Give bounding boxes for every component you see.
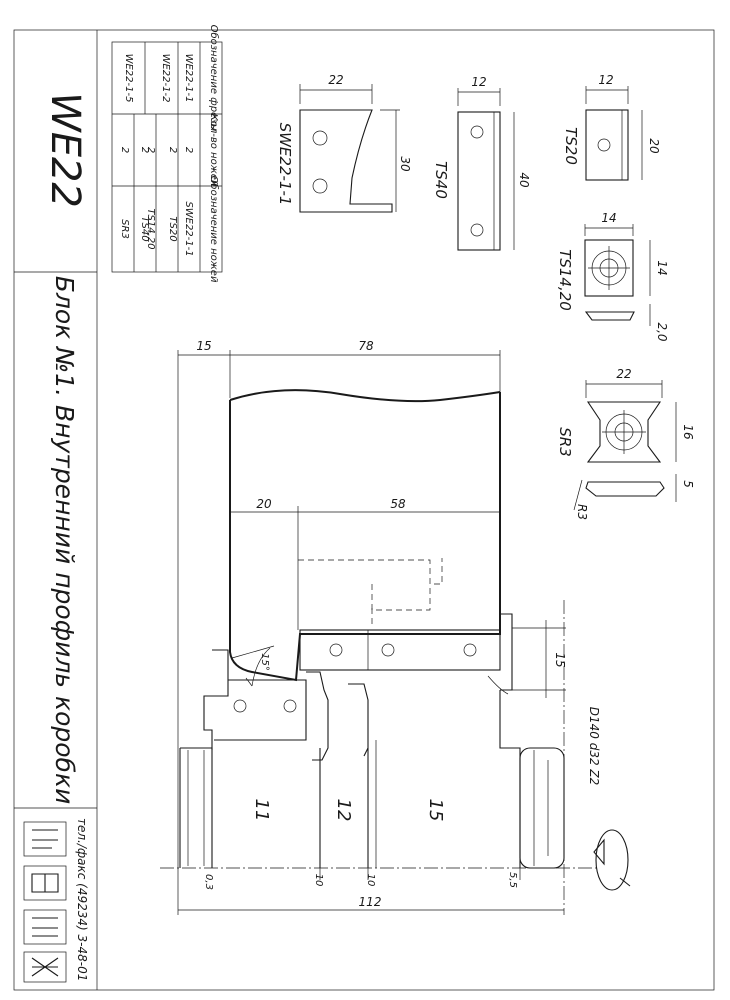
swe-height-dim: 30 — [398, 156, 412, 172]
row-5-count: 2 — [119, 147, 130, 153]
company-logo — [23, 821, 67, 983]
row-2-count: 2 — [167, 147, 178, 153]
knife-ts14-20 — [584, 224, 651, 326]
sr3-width-dim: 22 — [616, 367, 631, 381]
ts1420-height-dim: 14 — [655, 260, 669, 275]
ts20-label: TS20 — [562, 127, 580, 165]
sheet-border — [13, 29, 715, 991]
header-cutter: Обозначение фрезы — [208, 25, 220, 132]
ts1420-thickness-dim: 2,0 — [655, 322, 669, 341]
dim-78: 78 — [358, 339, 374, 353]
section-11: 11 — [251, 799, 272, 822]
row-4-cutter: WE22-1-5 — [123, 54, 134, 103]
ts1420-label: TS14,20 — [556, 249, 574, 311]
table-rows: WE22-1-1 2 SWE22-1-1 WE22-1-2 2 TS20 2 T… — [119, 54, 194, 257]
ts1420-width-dim: 14 — [601, 211, 616, 225]
sr3-radius-dim: R3 — [575, 504, 589, 520]
ts40-height-dim: 40 — [517, 172, 531, 188]
row-5-knife: SR3 — [119, 219, 130, 239]
knife-table — [111, 41, 223, 273]
knife-sr3 — [573, 380, 677, 511]
knife-ts20 — [585, 86, 643, 181]
ts20-height-dim: 20 — [647, 138, 661, 154]
dim-20: 20 — [256, 497, 272, 511]
header-count: Кол-во ножей — [208, 114, 219, 187]
swe-label: SWE22-1-1 — [276, 123, 294, 206]
section-15: 15 — [425, 799, 446, 822]
knife-ts40 — [457, 88, 515, 251]
row-1-knife: SWE22-1-1 — [183, 201, 194, 256]
knife-swe22-1-1 — [299, 84, 400, 213]
series-title: WE22 — [42, 92, 88, 208]
row-3-count: 2 — [145, 147, 156, 153]
block-title: Блок №1. Внутренний профиль коробки — [50, 276, 79, 805]
contact-phone: тел./факс (49234) 3-48-01 — [75, 818, 89, 981]
main-profile — [160, 350, 600, 915]
angle-15: 15° — [259, 653, 270, 671]
rotation-arrow-icon — [593, 829, 631, 891]
ts40-width-dim: 12 — [471, 75, 486, 89]
swe-width-dim: 22 — [328, 73, 343, 87]
row-4-count: 2 — [139, 147, 150, 153]
sr3-height-dim: 16 — [681, 424, 695, 440]
bore-spec: D140 d32 Z2 — [587, 707, 601, 786]
bottom-55: 5,5 — [507, 872, 518, 888]
row-3-knife: TS14,20 — [145, 208, 156, 249]
dim-58: 58 — [390, 497, 406, 511]
dim-15: 15 — [196, 339, 211, 353]
ts40-label: TS40 — [432, 161, 450, 199]
dim-15-right: 15 — [553, 652, 567, 667]
sr3-thickness-dim: 5 — [681, 480, 695, 488]
section-12: 12 — [333, 799, 354, 822]
row-1-cutter: WE22-1-1 — [183, 54, 194, 103]
row-2-knife: TS20 — [167, 216, 178, 241]
header-knife: Обозначение ножей — [208, 176, 220, 283]
bottom-03: 0,3 — [203, 874, 214, 890]
bottom-10a: 10 — [313, 874, 324, 887]
ts20-width-dim: 12 — [598, 73, 613, 87]
total-112: 112 — [359, 895, 382, 909]
bottom-10b: 10 — [365, 874, 376, 887]
row-2-cutter: WE22-1-2 — [160, 54, 171, 103]
table-headers: Обозначение фрезы Кол-во ножей Обозначен… — [208, 25, 220, 283]
row-1-count: 2 — [183, 147, 194, 153]
sr3-label: SR3 — [556, 427, 574, 457]
row-4-knife: TS40 — [139, 216, 150, 241]
